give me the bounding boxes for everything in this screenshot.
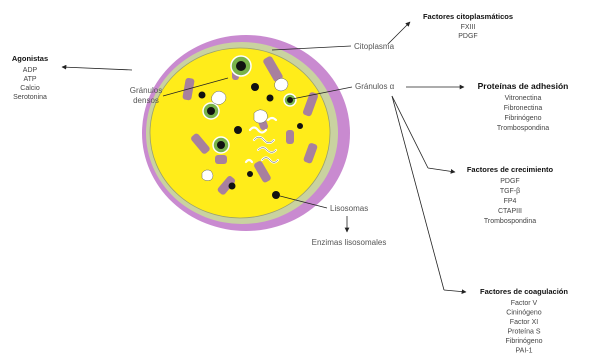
growth-factors-item: Trombospondina [484, 218, 536, 225]
agonists-item: ATP [23, 76, 36, 83]
coagulation-factors-item: Factor XI [510, 319, 538, 326]
dense-granule [272, 191, 280, 199]
growth-factors-item: PDGF [500, 178, 519, 185]
growth-factors-title: Factores de crecimiento [467, 165, 554, 174]
arrow-coagulation-factors-head [444, 290, 466, 292]
dense-granule [267, 95, 274, 102]
alpha-granule-core [217, 141, 225, 149]
alpha-granule-core [287, 97, 293, 103]
arrow-coagulation-factors [392, 96, 444, 290]
adhesion-proteins-title: Proteínas de adhesión [478, 81, 569, 91]
agonists-item: Serotonina [13, 94, 47, 101]
cytoplasmic-factors-title: Factores citoplasmáticos [423, 12, 513, 21]
agonists-item: ADP [23, 67, 38, 74]
label-dense-granules-line2: densos [133, 96, 159, 105]
vacuole [202, 170, 213, 181]
coagulation-factors-item: PAI-1 [516, 348, 533, 355]
alpha-granule-core [207, 107, 215, 115]
adhesion-proteins-item: Fibronectina [504, 105, 543, 112]
mitochondrion [286, 130, 294, 144]
adhesion-proteins-list: VitronectinaFibronectinaFibrinógenoTromb… [497, 95, 549, 132]
cytoplasmic-factors-list: FXIII PDGF [458, 24, 477, 40]
arrow-agonists [62, 67, 132, 70]
label-alpha-granules: Gránulos α [355, 82, 395, 91]
arrow-cytoplasmic-factors [388, 22, 410, 44]
coagulation-factors-item: Fibrinógeno [506, 338, 543, 345]
arrow-growth-factors-head [428, 168, 455, 172]
label-dense-granules-line1: Gránulos [130, 86, 162, 95]
growth-factors-item: TGF-β [500, 188, 520, 195]
label-lysosomal-enzymes: Enzimas lisosomales [312, 238, 387, 247]
coagulation-factors-item: Proteína S [507, 329, 540, 336]
growth-factors-item: FP4 [504, 198, 517, 205]
agonists-item: Calcio [20, 85, 40, 92]
adhesion-proteins-item: Trombospondina [497, 125, 549, 132]
coagulation-factors-item: Factor V [511, 300, 538, 307]
coagulation-factors-item: Cininógeno [506, 310, 542, 317]
platelet-cell [142, 35, 350, 231]
cytoplasmic-factors-item: FXIII [461, 24, 476, 31]
dense-granule [247, 171, 253, 177]
growth-factors-item: CTAPIII [498, 208, 522, 215]
dense-granule [199, 92, 206, 99]
arrow-growth-factors [392, 96, 428, 168]
label-lysosomes: Lisosomas [330, 204, 368, 213]
adhesion-proteins-item: Vitronectina [505, 95, 542, 102]
agonists-title: Agonistas [12, 54, 48, 63]
dense-granule [229, 183, 236, 190]
alpha-granule-core [236, 61, 246, 71]
dense-granule [297, 123, 303, 129]
mitochondrion [215, 155, 227, 164]
coagulation-factors-title: Factores de coagulación [480, 287, 568, 296]
dense-granule [234, 126, 242, 134]
adhesion-proteins-item: Fibrinógeno [505, 115, 542, 122]
dense-granule [251, 83, 259, 91]
cytoplasmic-factors-item: PDGF [458, 33, 477, 40]
